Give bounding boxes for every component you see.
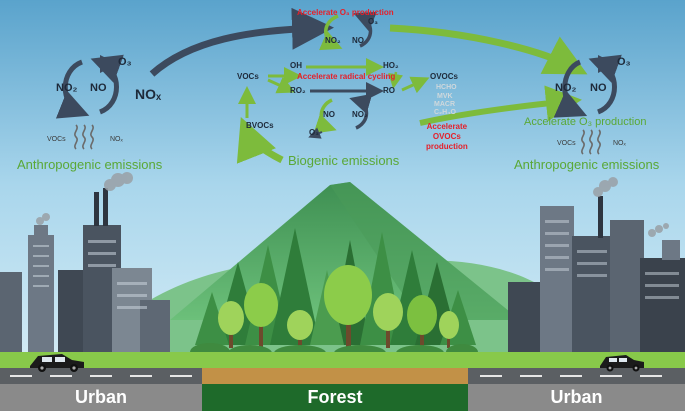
arrow-nox-to-top [149,7,334,77]
arrow-lower-o3 [308,127,323,139]
species-bvocs: BVOCs [246,121,274,130]
label-anthropogenic-left: Anthropogenic emissions [17,157,163,172]
right-smoke [593,177,669,237]
species-ro2: RO₂ [290,86,306,95]
species-o3-bottom: O₃ [309,128,319,137]
label-accelerate-radical: Accelerate radical cycling [297,72,396,81]
label-accelerate-ovocs-line2: OVOCs [432,132,461,141]
forest-ground [202,368,468,384]
left-smoke [36,172,133,225]
species-nox-left-small: NOₓ [110,136,123,143]
species-mvk: MVK [437,93,453,100]
emission-squiggles-left [74,124,94,150]
species-no2-top: NO₂ [325,36,341,45]
species-vocs-center: VOCs [237,72,259,81]
right-city [508,196,685,357]
species-no-right: NO [590,82,607,94]
species-oh: OH [290,61,302,70]
species-o3-top: O₃ [368,17,378,26]
species-hcho: HCHO [436,84,457,91]
species-ovocs: OVOCs [430,72,459,81]
arrow-ho2-to-oh [388,71,404,89]
species-nox: NOₓ [135,86,162,102]
label-biogenic-emissions: Biogenic emissions [288,153,400,168]
species-macr: MACR [434,101,455,108]
road-markings [10,375,662,377]
label-anthropogenic-right: Anthropogenic emissions [514,157,660,172]
species-c2h4o: C₂H₄O [434,109,457,116]
cycle-left-a [55,59,90,119]
cycle-bottom-left [313,98,337,134]
species-no-left: NO [90,82,107,94]
species-ro: RO [383,86,395,95]
left-windows [33,240,147,309]
cycle-top-left [318,14,343,51]
cycle-bottom-right [349,93,373,130]
species-no2-bottom: NO₂ [352,110,368,119]
grass-strip [0,352,685,368]
car-right [600,355,644,372]
right-windows [545,220,679,299]
arrow-vocs-to-ro2 [267,76,296,94]
arrow-biogenic-up [236,117,284,164]
label-accelerate-ovocs: Accelerate OVOCs production [426,122,468,152]
mountain-shade [330,182,520,320]
region-forest: Forest [202,384,468,411]
region-urban-left: Urban [0,384,202,411]
cycle-right-a [553,59,588,118]
species-no2-right: NO₂ [555,82,577,94]
label-accelerate-ovocs-line1: Accelerate [426,122,468,131]
arrow-top-to-right [389,24,588,75]
arrow-ro-to-ovocs [401,76,430,94]
species-no-top: NO [352,36,364,45]
cycle-top-right [353,11,378,48]
region-urban-right: Urban [468,384,685,411]
forest-round-trees [218,265,459,348]
label-accelerate-ovocs-line3: production [426,142,468,151]
species-vocs-right: VOCs [557,140,576,147]
label-accelerate-o3-top: Accelerate O₃ production [297,8,394,17]
species-nox-right-small: NOₓ [613,140,626,147]
car-left [30,354,84,372]
species-o3-left: O₃ [118,56,132,68]
species-no-bottom: NO [323,110,335,119]
species-vocs-left: VOCs [47,136,66,143]
emission-squiggles-right [581,129,601,155]
label-accelerate-o3-right: Accelerate O₃ production [524,116,647,128]
species-o3-right: O₃ [617,56,631,68]
species-ho2: HO₂ [383,61,399,70]
species-no2-left: NO₂ [56,82,78,94]
